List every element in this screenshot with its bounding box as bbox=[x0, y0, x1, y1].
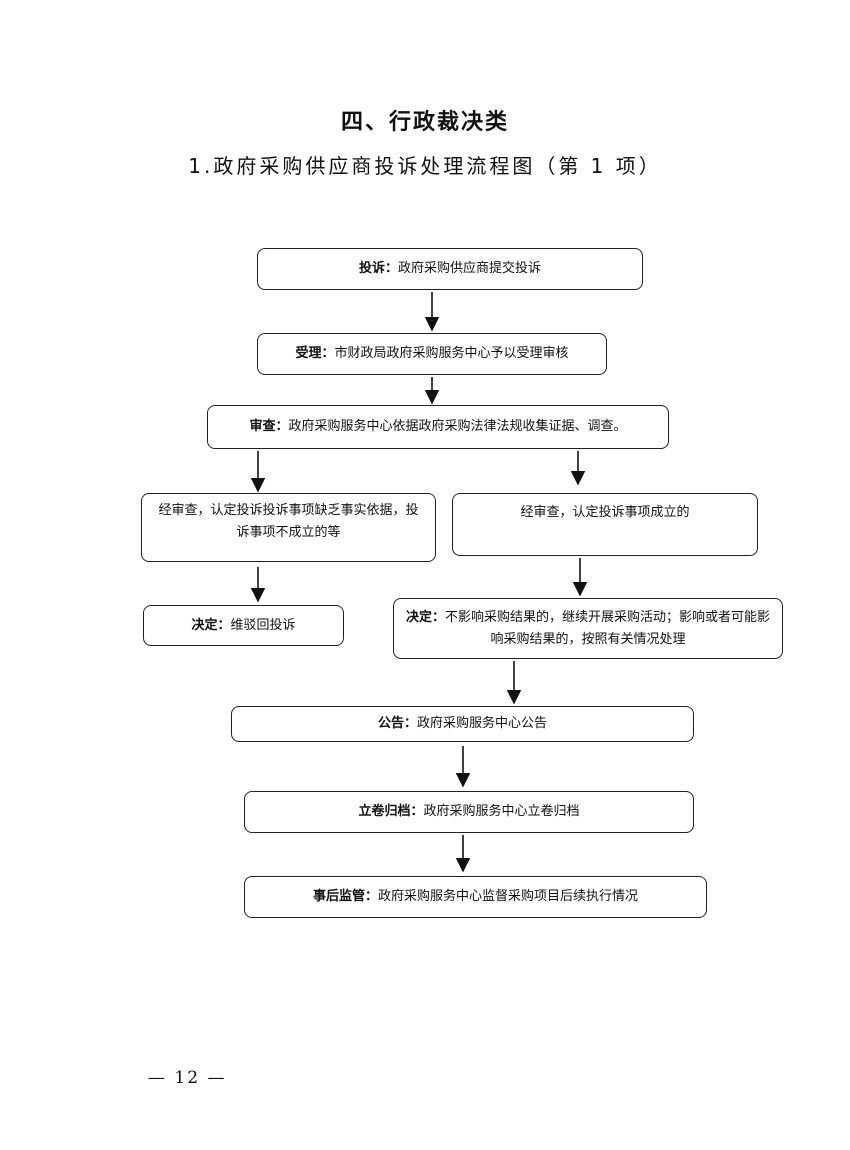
step-label: 决定： bbox=[191, 617, 231, 633]
page-number: — 12 — bbox=[148, 1068, 227, 1088]
step-complaint: 投诉：政府采购供应商提交投诉 bbox=[257, 248, 643, 290]
decision-handle: 决定：不影响采购结果的，继续开展采购活动；影响或者可能影响采购结果的，按照有关情… bbox=[393, 598, 783, 659]
finding-unfounded: 经审查，认定投诉投诉事项缺乏事实依据，投诉事项不成立的等 bbox=[141, 493, 436, 562]
step-label: 决定： bbox=[405, 609, 445, 625]
step-text: 政府采购服务中心公告 bbox=[417, 716, 548, 731]
step-label: 受理： bbox=[295, 346, 335, 361]
step-label: 立卷归档： bbox=[358, 804, 424, 819]
step-supervision: 事后监管：政府采购服务中心监督采购项目后续执行情况 bbox=[244, 876, 707, 918]
step-text: 政府采购服务中心监督采购项目后续执行情况 bbox=[378, 889, 639, 904]
decision-reject: 决定：维驳回投诉 bbox=[143, 605, 344, 646]
step-label: 审查： bbox=[249, 419, 289, 434]
finding-founded: 经审查，认定投诉事项成立的 bbox=[452, 493, 758, 556]
step-text: 不影响采购结果的，继续开展采购活动；影响或者可能影响采购结果的，按照有关情况处理 bbox=[445, 609, 771, 647]
step-text: 经审查，认定投诉事项成立的 bbox=[520, 505, 690, 520]
step-text: 政府采购供应商提交投诉 bbox=[398, 261, 542, 276]
step-text: 政府采购服务中心立卷归档 bbox=[423, 804, 580, 819]
step-text: 维驳回投诉 bbox=[230, 617, 296, 633]
flowchart-subtitle: 1.政府采购供应商投诉处理流程图（第 1 项） bbox=[188, 154, 662, 178]
step-text: 市财政局政府采购服务中心予以受理审核 bbox=[334, 346, 569, 361]
step-label: 事后监管： bbox=[312, 889, 378, 904]
step-text: 政府采购服务中心依据政府采购法律法规收集证据、调查。 bbox=[288, 419, 627, 434]
step-archive: 立卷归档：政府采购服务中心立卷归档 bbox=[244, 791, 694, 833]
step-review: 审查：政府采购服务中心依据政府采购法律法规收集证据、调查。 bbox=[207, 405, 669, 449]
step-text: 经审查，认定投诉投诉事项缺乏事实依据，投诉事项不成立的等 bbox=[158, 503, 419, 540]
section-title: 四、行政裁决类 bbox=[340, 110, 509, 135]
step-label: 投诉： bbox=[358, 261, 398, 276]
step-announcement: 公告：政府采购服务中心公告 bbox=[231, 706, 694, 742]
step-label: 公告： bbox=[377, 716, 417, 731]
step-acceptance: 受理：市财政局政府采购服务中心予以受理审核 bbox=[257, 333, 607, 375]
